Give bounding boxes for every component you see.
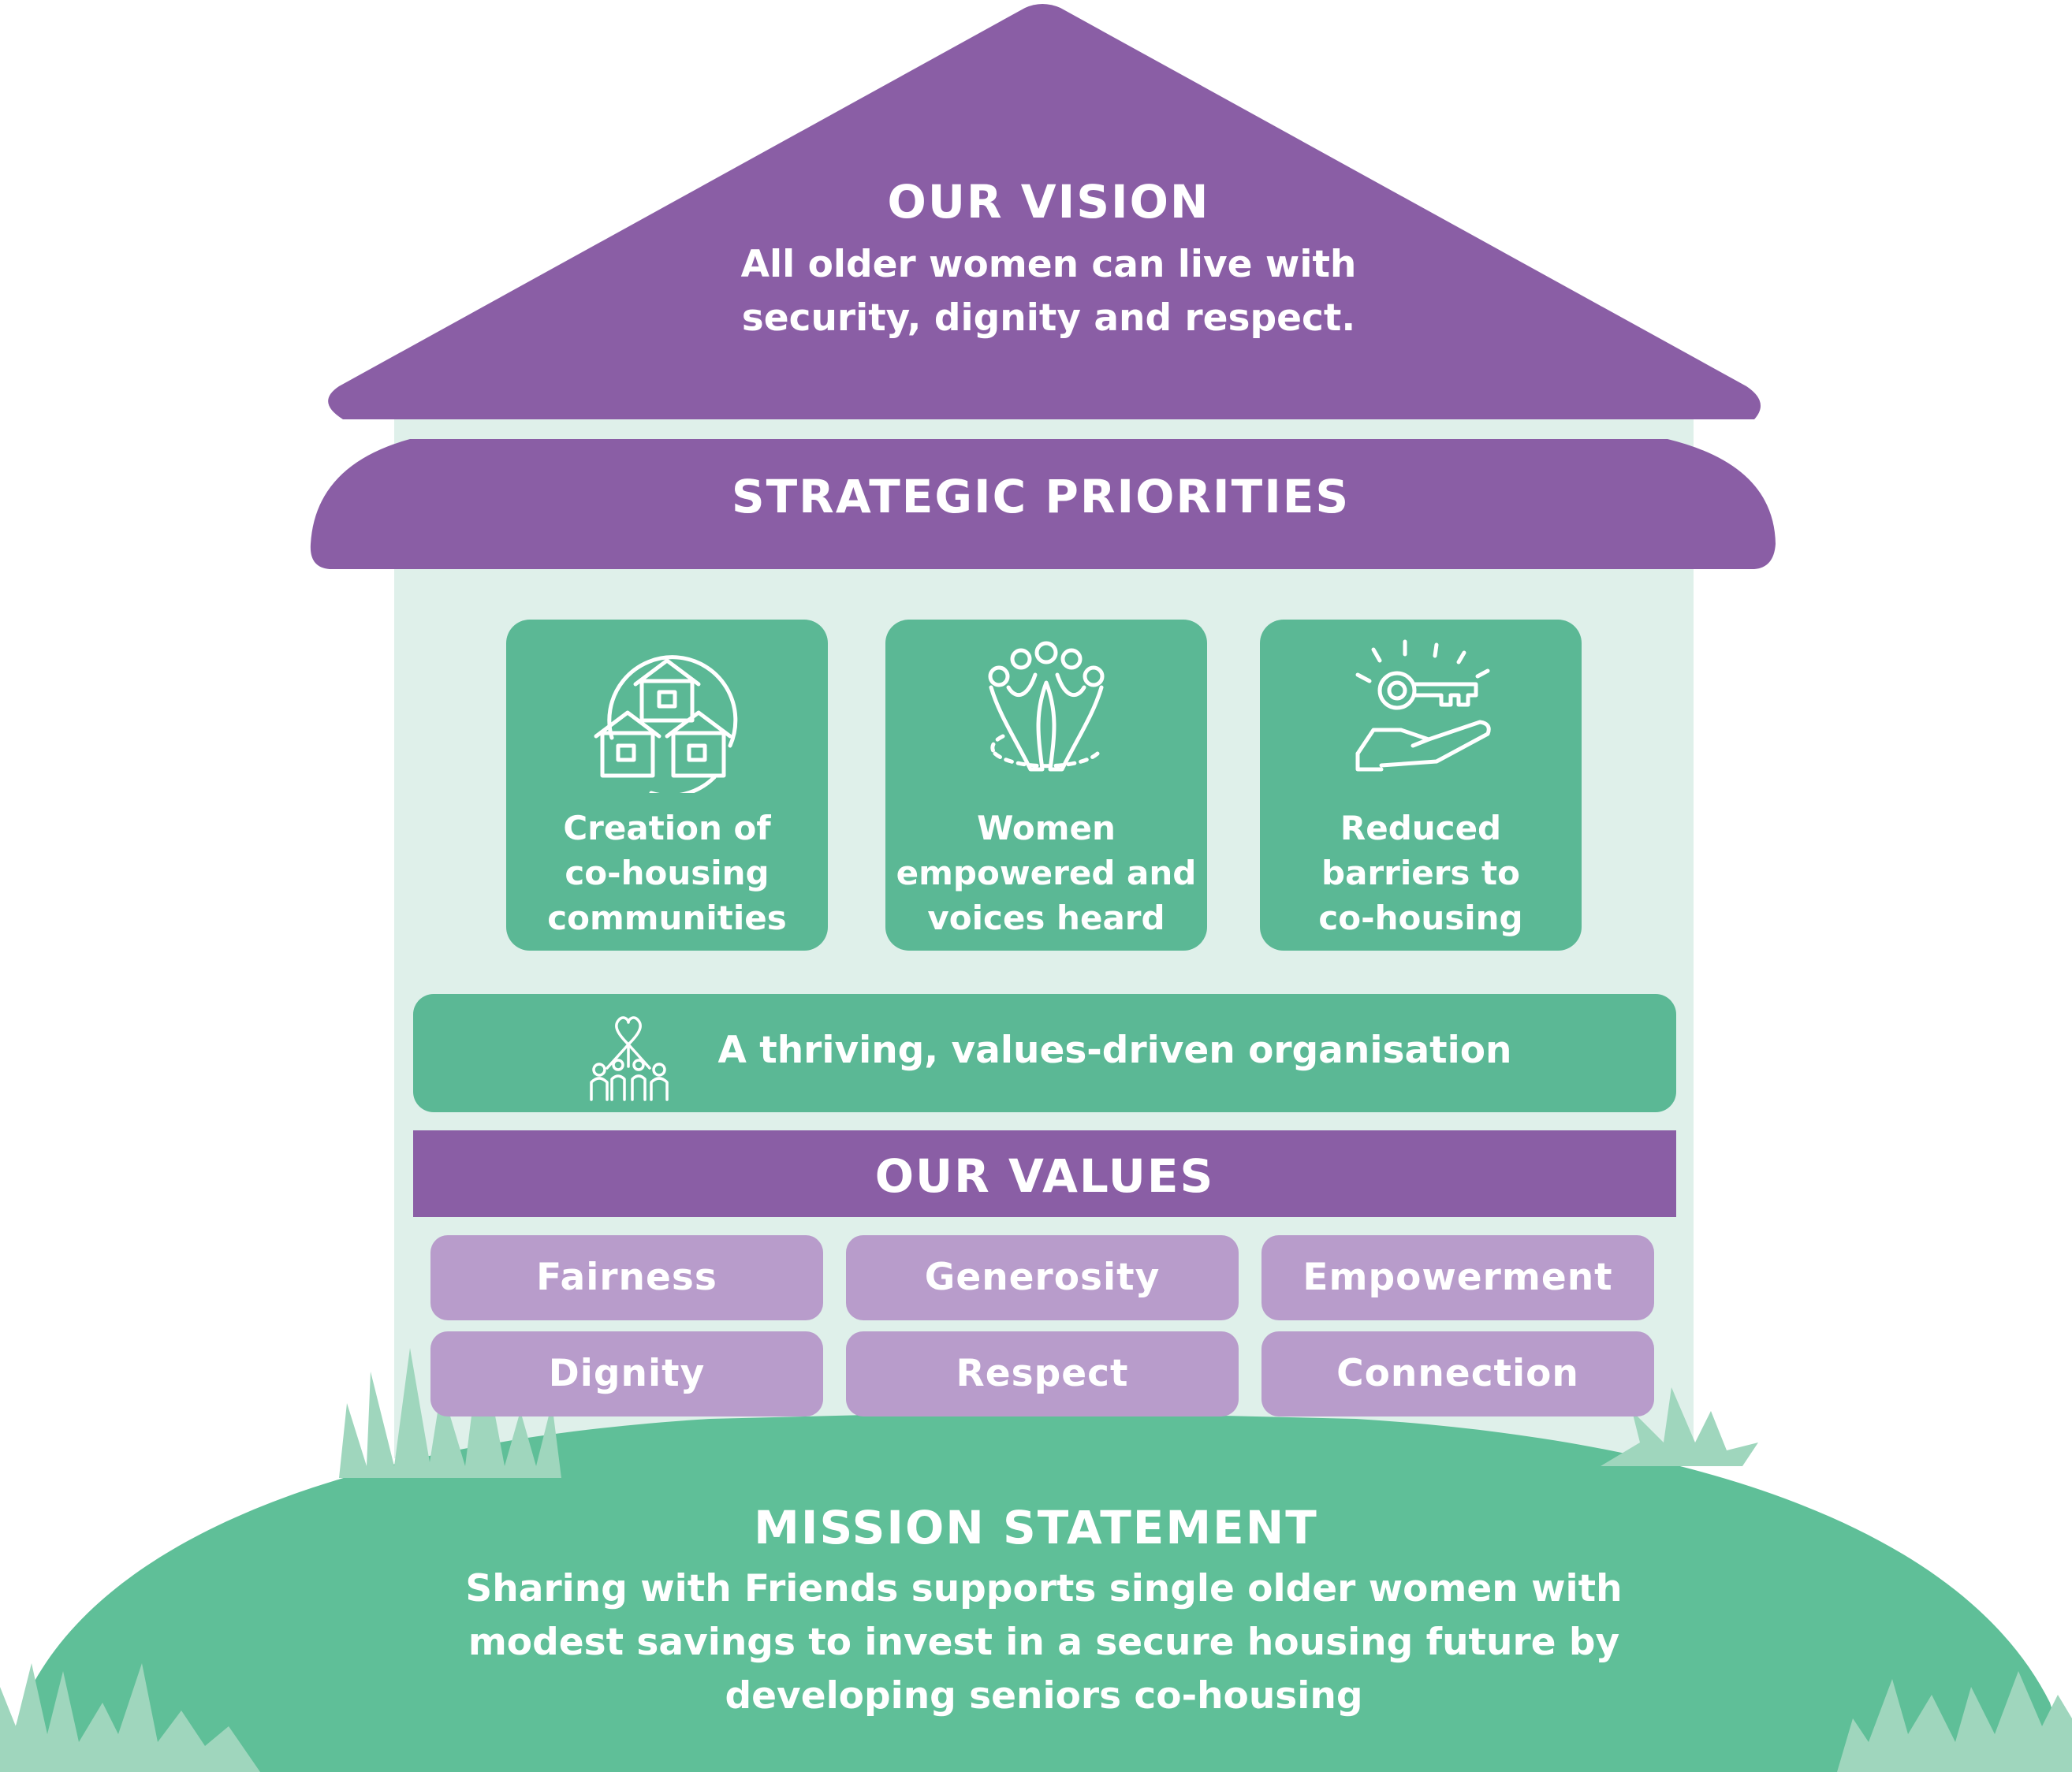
- vision-title: OUR VISION: [887, 175, 1210, 229]
- mission-line: modest savings to invest in a secure hou…: [468, 1621, 1620, 1664]
- priority-label: Women empowered and voices heard: [893, 806, 1199, 940]
- value-pill-respect: Respect: [846, 1331, 1239, 1416]
- label-line: Creation of: [563, 809, 771, 847]
- priority-label: Creation of co-housing communities: [514, 806, 820, 940]
- vision-line: All older women can live with: [740, 243, 1357, 286]
- roof: [328, 4, 1761, 419]
- value-pill-connection: Connection: [1261, 1331, 1654, 1416]
- green-hill: [0, 1411, 2072, 1772]
- women-group-icon: [988, 641, 1105, 772]
- mission-statement: Sharing with Friends supports single old…: [405, 1562, 1683, 1723]
- mission-line: developing seniors co-housing: [725, 1674, 1363, 1718]
- mission-line: Sharing with Friends supports single old…: [465, 1567, 1623, 1610]
- label-line: Reduced: [1340, 809, 1502, 847]
- strategic-priorities-title: STRATEGIC PRIORITIES: [731, 470, 1351, 523]
- priority-card-women-empowered: Women empowered and voices heard: [885, 620, 1207, 951]
- value-pill-empowerment: Empowerment: [1261, 1235, 1654, 1320]
- heart-people-icon: [590, 1016, 669, 1101]
- vision-line: security, dignity and respect.: [741, 296, 1356, 340]
- eave-band: [310, 439, 1776, 569]
- priority-label: Reduced barriers to co-housing: [1268, 806, 1574, 940]
- values-banner: OUR VALUES: [413, 1130, 1676, 1217]
- vision-statement: All older women can live with security, …: [615, 238, 1482, 345]
- organisation-priority-bar: A thriving, values-driven organisation: [413, 994, 1676, 1112]
- key-in-hand-icon: [1355, 639, 1491, 772]
- label-line: Women: [977, 809, 1116, 847]
- priority-card-reduced-barriers: Reduced barriers to co-housing: [1260, 620, 1582, 951]
- organisation-priority-text: A thriving, values-driven organisation: [717, 1029, 1512, 1072]
- co-housing-houses-icon: [594, 655, 738, 793]
- values-title: OUR VALUES: [874, 1149, 1215, 1203]
- grass-tufts: [0, 1340, 2072, 1772]
- value-pill-dignity: Dignity: [430, 1331, 823, 1416]
- label-line: co-housing: [1318, 899, 1523, 937]
- label-line: barriers to: [1321, 854, 1520, 892]
- value-pill-generosity: Generosity: [846, 1235, 1239, 1320]
- label-line: empowered and: [896, 854, 1197, 892]
- value-pill-fairness: Fairness: [430, 1235, 823, 1320]
- label-line: co-housing: [565, 854, 770, 892]
- mission-title: MISSION STATEMENT: [754, 1501, 1318, 1554]
- label-line: communities: [547, 899, 787, 937]
- priority-card-co-housing: Creation of co-housing communities: [506, 620, 828, 951]
- label-line: voices heard: [927, 899, 1165, 937]
